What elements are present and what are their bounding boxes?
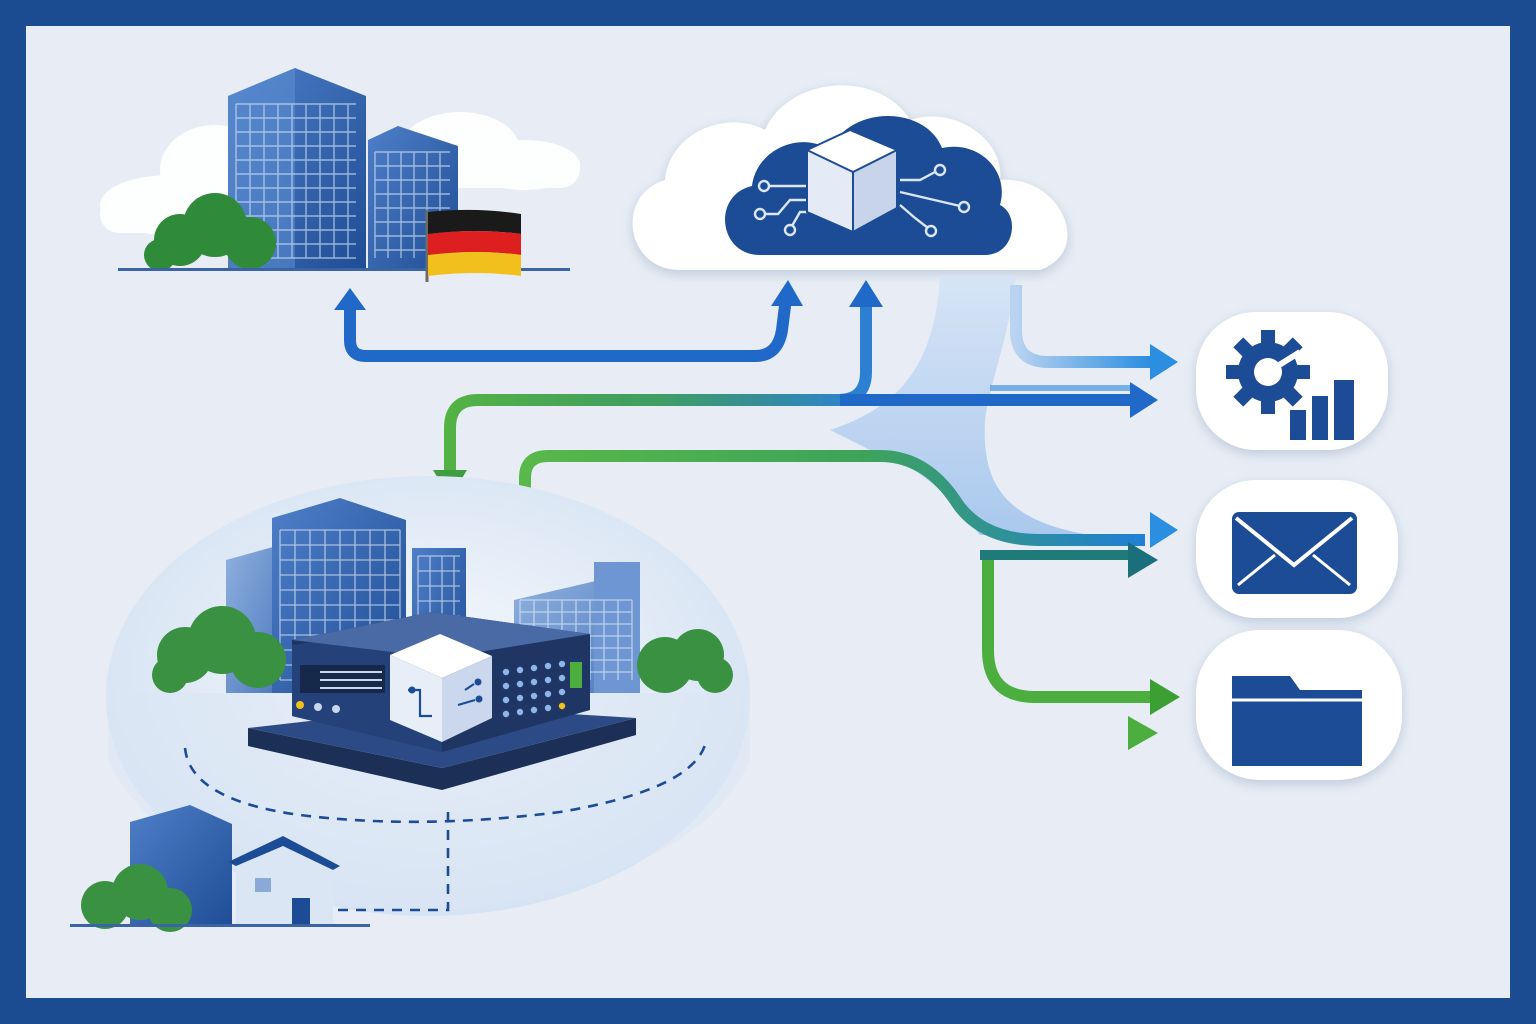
- arrow-edge-mail: [519, 450, 1145, 546]
- arrowhead-to-cloud: [771, 280, 803, 306]
- arrow-edge-storage: [982, 560, 1150, 703]
- hq-node: [100, 68, 580, 282]
- server-light: [332, 705, 340, 713]
- circuit-traces: [765, 170, 961, 229]
- server-status-lights: [296, 660, 582, 718]
- cube-icon: [806, 128, 898, 234]
- server-light: [502, 682, 510, 690]
- arrowhead-storage-1: [1150, 679, 1180, 715]
- server-light: [314, 703, 322, 711]
- server-light: [530, 692, 538, 700]
- edge-campus-node: [70, 476, 750, 932]
- folder-icon: [1232, 676, 1362, 766]
- server-light: [558, 674, 566, 682]
- hq-ground: [118, 268, 570, 271]
- server-light: [558, 660, 566, 668]
- envelope-icon: [1232, 512, 1357, 594]
- hq-windows: [235, 103, 450, 259]
- arrow-cloud-analytics-1: [1010, 285, 1150, 368]
- server-light: [558, 688, 566, 696]
- edge-trees: [152, 606, 733, 693]
- server-light: [530, 678, 538, 686]
- dashed-link-branch: [330, 812, 450, 912]
- branch-trees: [81, 864, 192, 932]
- server-cube-icon: [390, 634, 492, 742]
- server-light: [516, 708, 524, 716]
- email-service-node: [1196, 480, 1398, 618]
- circuit-nodes: [753, 163, 971, 238]
- server-light: [544, 704, 552, 712]
- arrowhead-mail-1: [1150, 512, 1178, 548]
- server-light: [502, 710, 510, 718]
- arrowhead-storage-2: [1128, 716, 1158, 750]
- hq-trees: [144, 193, 276, 271]
- server-light: [544, 676, 552, 684]
- branch-office-buildings: [70, 805, 370, 932]
- gear-chart-icon: [1226, 330, 1354, 440]
- dashed-link: [183, 744, 707, 824]
- server-light: [296, 701, 304, 709]
- arrowhead-analytics-2: [1130, 382, 1158, 418]
- edge-server-icon: [248, 612, 636, 790]
- arrowhead-cloud-up: [849, 280, 883, 307]
- cloud-hub-node: [632, 85, 1068, 270]
- flag-stripe-gold: [428, 252, 521, 276]
- server-light: [530, 664, 538, 672]
- server-light: [516, 694, 524, 702]
- germany-flag-icon: [425, 209, 521, 282]
- server-status-bar: [570, 662, 582, 688]
- analytics-service-node: [1196, 312, 1388, 450]
- file-storage-service-node: [1196, 630, 1402, 780]
- server-light: [516, 666, 524, 674]
- server-light: [544, 690, 552, 698]
- server-light: [544, 662, 552, 670]
- server-light: [558, 702, 566, 710]
- flag-stripe-red: [428, 231, 521, 255]
- arrowhead-to-hq: [334, 288, 366, 310]
- server-light: [502, 668, 510, 676]
- server-light: [530, 706, 538, 714]
- server-light: [502, 696, 510, 704]
- server-light: [516, 680, 524, 688]
- flag-stripe-black: [428, 209, 521, 234]
- arrow-hq-cloud: [344, 297, 792, 362]
- arrow-cloud-edge: [444, 300, 872, 470]
- arrowhead-mail-2: [1128, 542, 1158, 578]
- arrowhead-analytics-1: [1150, 344, 1178, 380]
